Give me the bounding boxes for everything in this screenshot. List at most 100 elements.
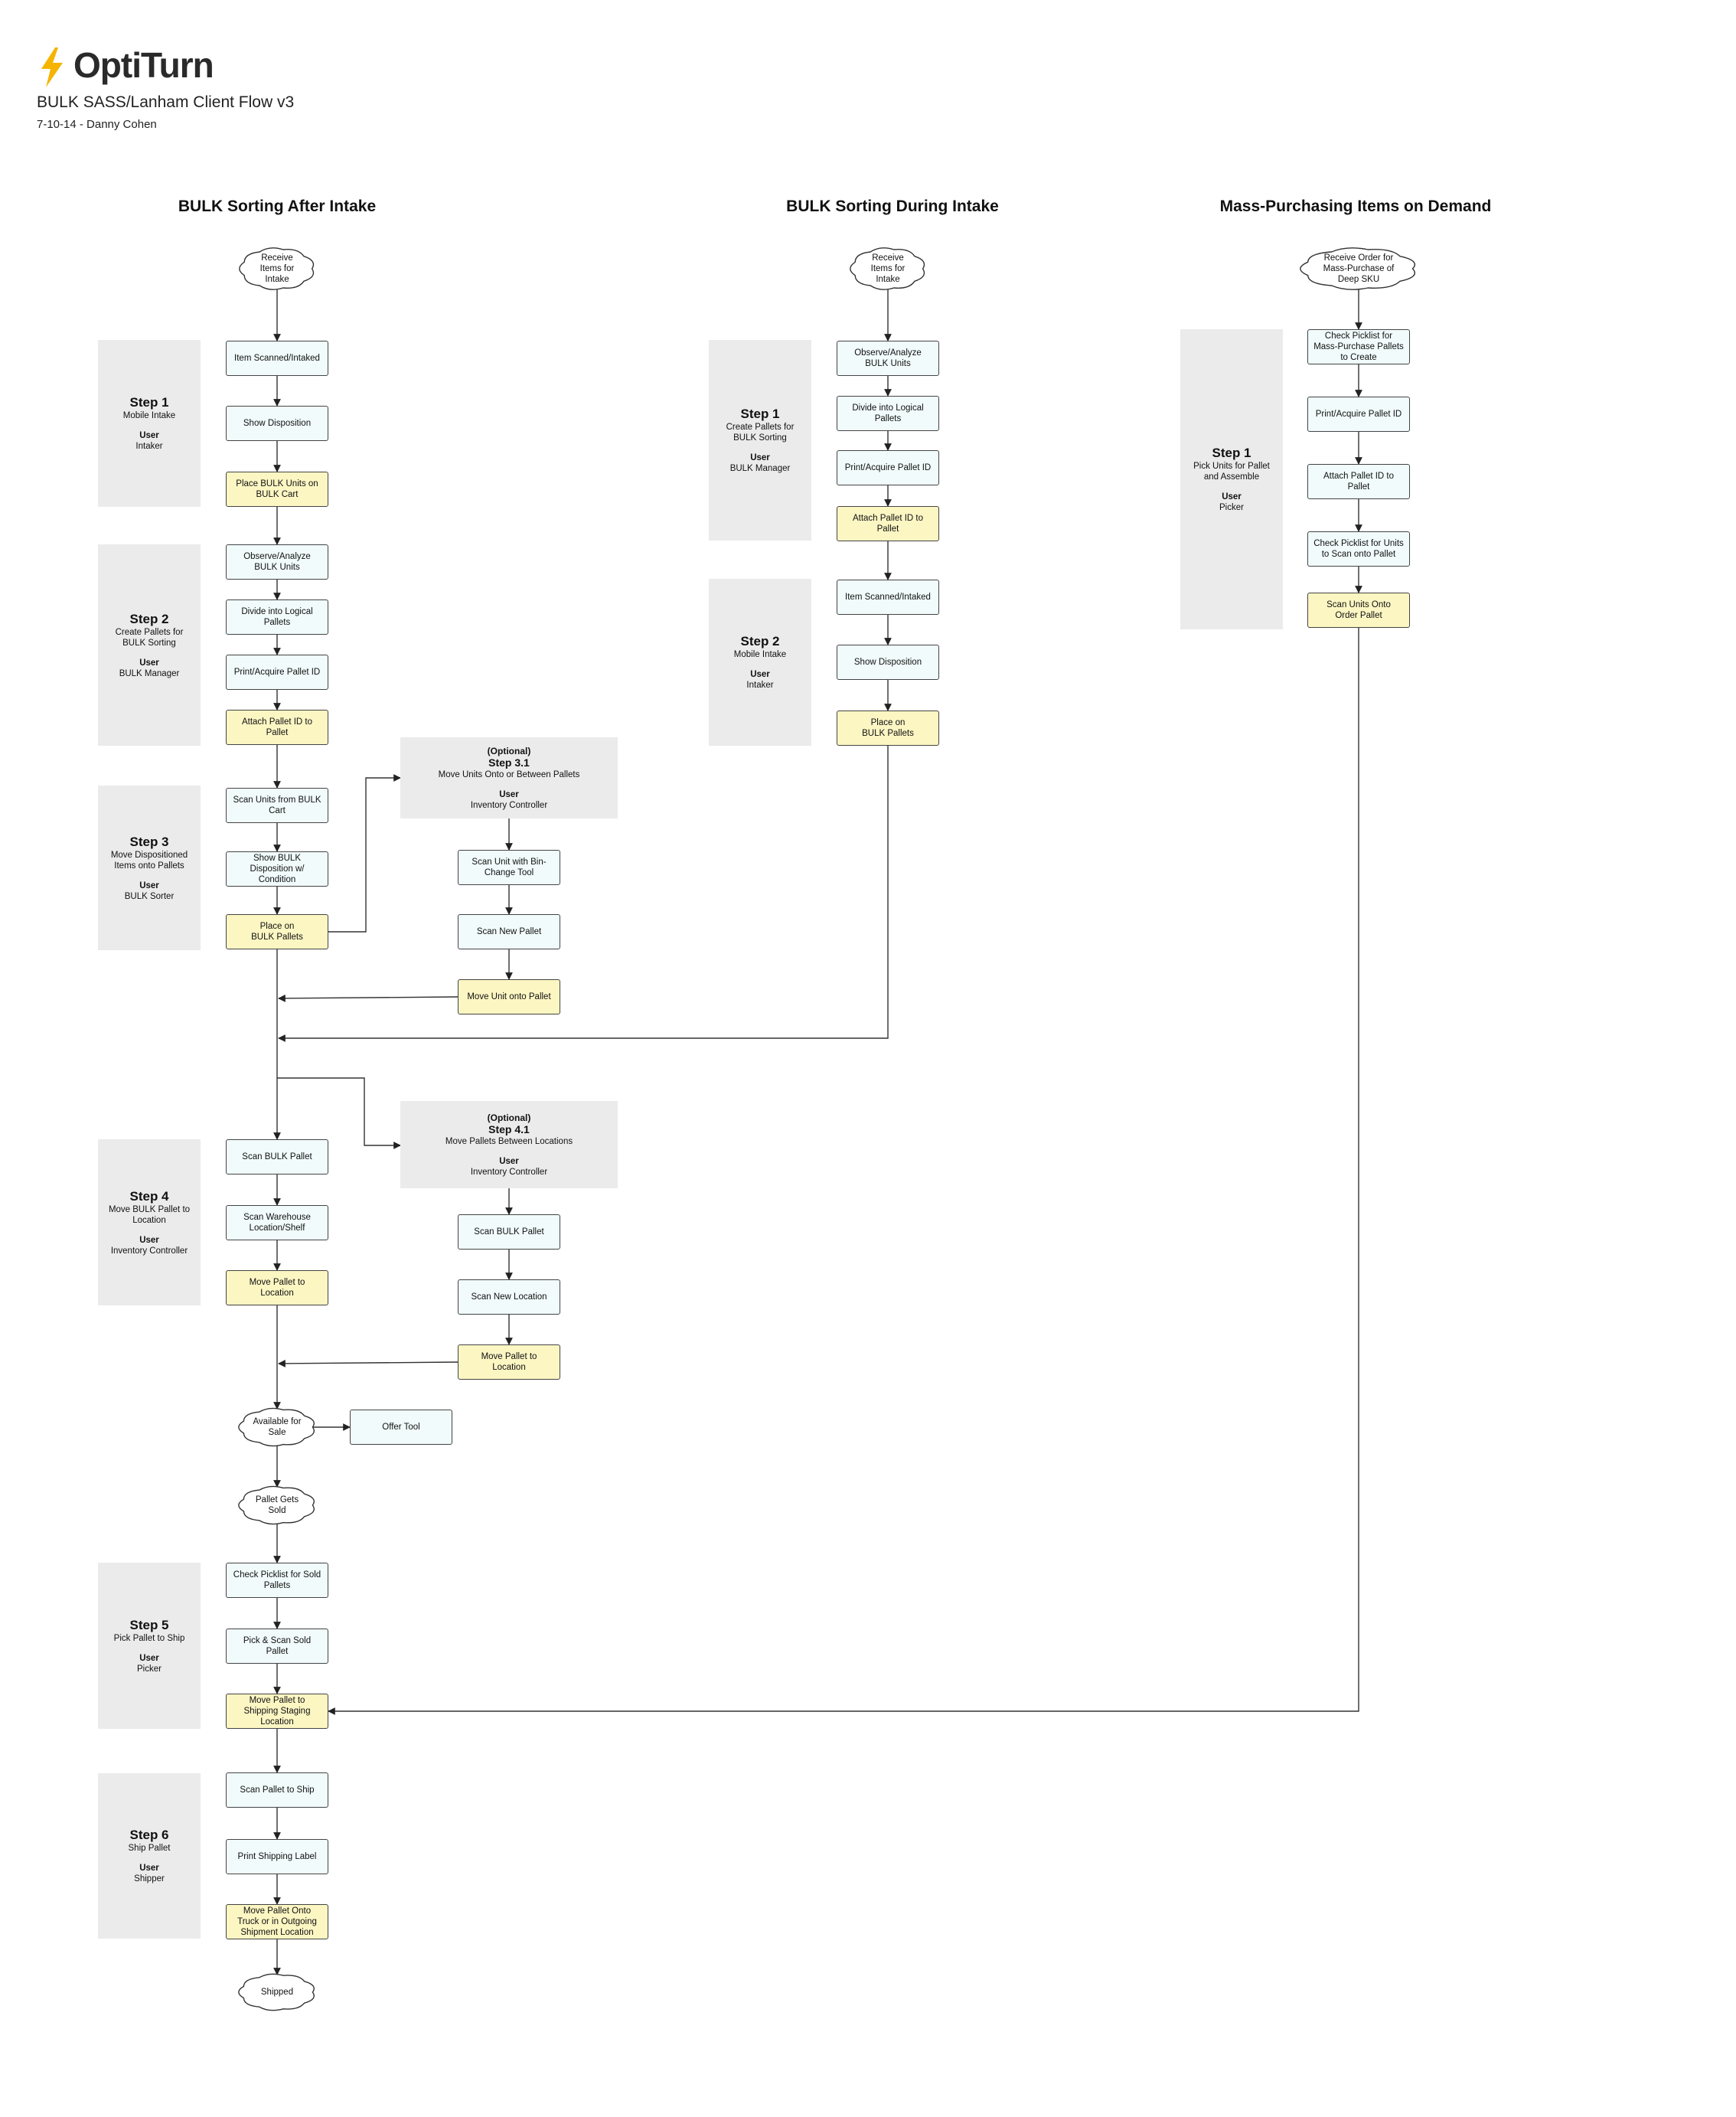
flow-box-a17: Move Pallet to Shipping Staging Location <box>226 1694 328 1729</box>
flow-box-b5: Item Scanned/Intaked <box>837 580 939 615</box>
cloud-label-a_sold: Pallet Gets Sold <box>255 1495 299 1515</box>
flow-box-o5: Scan New Location <box>458 1279 560 1315</box>
flow-box-b6: Show Disposition <box>837 645 939 680</box>
optional-label: (Optional) <box>487 1112 531 1123</box>
flow-box-c1: Check Picklist for Mass-Purchase Pallets… <box>1307 329 1410 364</box>
flow-box-o6: Move Pallet to Location <box>458 1344 560 1380</box>
flow-box-a10: Place on BULK Pallets <box>226 914 328 949</box>
user-role: Picker <box>137 1664 162 1674</box>
step-description: Move Units Onto or Between Pallets <box>438 769 580 779</box>
user-role: Inventory Controller <box>110 1246 188 1256</box>
step-title: Step 6 <box>129 1828 169 1842</box>
flow-box-a20: Move Pallet Onto Truck or in Outgoing Sh… <box>226 1904 328 1939</box>
step-description: Mobile Intake <box>122 411 176 420</box>
user-role: Picker <box>1219 503 1244 512</box>
flow-box-c2: Print/Acquire Pallet ID <box>1307 397 1410 432</box>
flow-box-a14: Offer Tool <box>350 1410 452 1445</box>
flow-box-a19: Print Shipping Label <box>226 1839 328 1874</box>
flow-box-a5: Divide into Logical Pallets <box>226 599 328 635</box>
cloud-shape-a_start <box>239 247 315 290</box>
step-description: Ship Pallet <box>128 1844 171 1853</box>
step-title: Step 3 <box>129 834 169 849</box>
user-label: User <box>499 1156 519 1166</box>
step-description: Create Pallets for BULK Sorting <box>726 423 795 443</box>
flow-box-a2: Show Disposition <box>226 406 328 441</box>
step-title: Step 4.1 <box>488 1122 530 1135</box>
optional-label: (Optional) <box>487 745 531 756</box>
step-description: Move Dispositioned Items onto Pallets <box>110 850 188 871</box>
flow-box-b4: Attach Pallet ID to Pallet <box>837 506 939 541</box>
connector-18 <box>278 746 889 1042</box>
flow-box-c5: Scan Units Onto Order Pallet <box>1307 593 1410 628</box>
user-label: User <box>139 880 159 890</box>
flow-box-a11: Scan BULK Pallet <box>226 1139 328 1174</box>
document-title: BULK SASS/Lanham Client Flow v3 <box>37 93 295 111</box>
flow-box-a7: Attach Pallet ID to Pallet <box>226 710 328 745</box>
user-role: Inventory Controller <box>470 800 548 810</box>
cloud-shape-a_shipped <box>238 1973 315 2011</box>
flow-box-a4: Observe/Analyze BULK Units <box>226 544 328 580</box>
column-title-mass-purchase: Mass-Purchasing Items on Demand <box>1219 198 1492 215</box>
step-title: Step 2 <box>129 611 169 626</box>
flow-box-a9: Show BULK Disposition w/ Condition <box>226 851 328 887</box>
flow-box-b1: Observe/Analyze BULK Units <box>837 341 939 376</box>
step-description: Pick Units for Pallet and Assemble <box>1193 462 1270 482</box>
step-title: Step 5 <box>129 1617 169 1632</box>
cloud-label-a_shipped: Shipped <box>260 1988 294 1997</box>
user-label: User <box>139 658 159 668</box>
user-label: User <box>139 1653 159 1663</box>
step-description: Mobile Intake <box>733 650 787 659</box>
connector-23 <box>278 1360 458 1367</box>
cloud-label-c_start: Receive Order for Mass-Purchase of Deep … <box>1323 253 1395 284</box>
step-title: Step 1 <box>740 407 780 421</box>
step-description: Create Pallets for BULK Sorting <box>115 627 184 648</box>
step-description: Move BULK Pallet to Location <box>108 1204 191 1225</box>
bolt-logo-icon <box>41 47 63 87</box>
flow-box-c3: Attach Pallet ID to Pallet <box>1307 464 1410 499</box>
connector-48 <box>328 628 1359 1715</box>
flow-box-b2: Divide into Logical Pallets <box>837 396 939 431</box>
user-label: User <box>1222 492 1242 501</box>
flow-box-o1: Scan Unit with Bin- Change Tool <box>458 850 560 885</box>
cloud-label-b_start: Receive Items for Intake <box>870 253 906 284</box>
step-title: Step 3.1 <box>488 756 530 769</box>
cloud-label-a_start: Receive Items for Intake <box>259 253 295 284</box>
flow-box-a18: Scan Pallet to Ship <box>226 1772 328 1808</box>
step-description: Move Pallets Between Locations <box>445 1136 573 1146</box>
connector-17 <box>278 995 458 1002</box>
user-label: User <box>139 1235 159 1245</box>
flow-box-a15: Check Picklist for Sold Pallets <box>226 1563 328 1598</box>
user-role: BULK Manager <box>729 464 791 473</box>
user-label: User <box>750 670 770 679</box>
user-role: Intaker <box>135 442 163 451</box>
user-role: Shipper <box>134 1874 165 1883</box>
column-title-during-intake: BULK Sorting During Intake <box>786 198 999 215</box>
step-title: Step 2 <box>740 634 780 648</box>
flow-box-o2: Scan New Pallet <box>458 914 560 949</box>
connector-19 <box>277 1077 401 1149</box>
flow-box-a13: Move Pallet to Location <box>226 1270 328 1305</box>
user-role: Intaker <box>746 681 774 690</box>
user-label: User <box>499 789 519 799</box>
flow-box-c4: Check Picklist for Units to Scan onto Pa… <box>1307 531 1410 567</box>
cloud-label-a_avail: Available for Sale <box>253 1417 302 1437</box>
step-title: Step 4 <box>129 1188 169 1204</box>
brand-name: OptiTurn <box>73 45 214 85</box>
column-title-after-intake: BULK Sorting After Intake <box>178 198 377 215</box>
cloud-shape-b_start <box>850 247 925 290</box>
flow-box-a3: Place BULK Units on BULK Cart <box>226 472 328 507</box>
user-label: User <box>139 431 159 440</box>
flow-box-a8: Scan Units from BULK Cart <box>226 788 328 823</box>
flow-box-a12: Scan Warehouse Location/Shelf <box>226 1205 328 1240</box>
flow-box-b3: Print/Acquire Pallet ID <box>837 450 939 485</box>
